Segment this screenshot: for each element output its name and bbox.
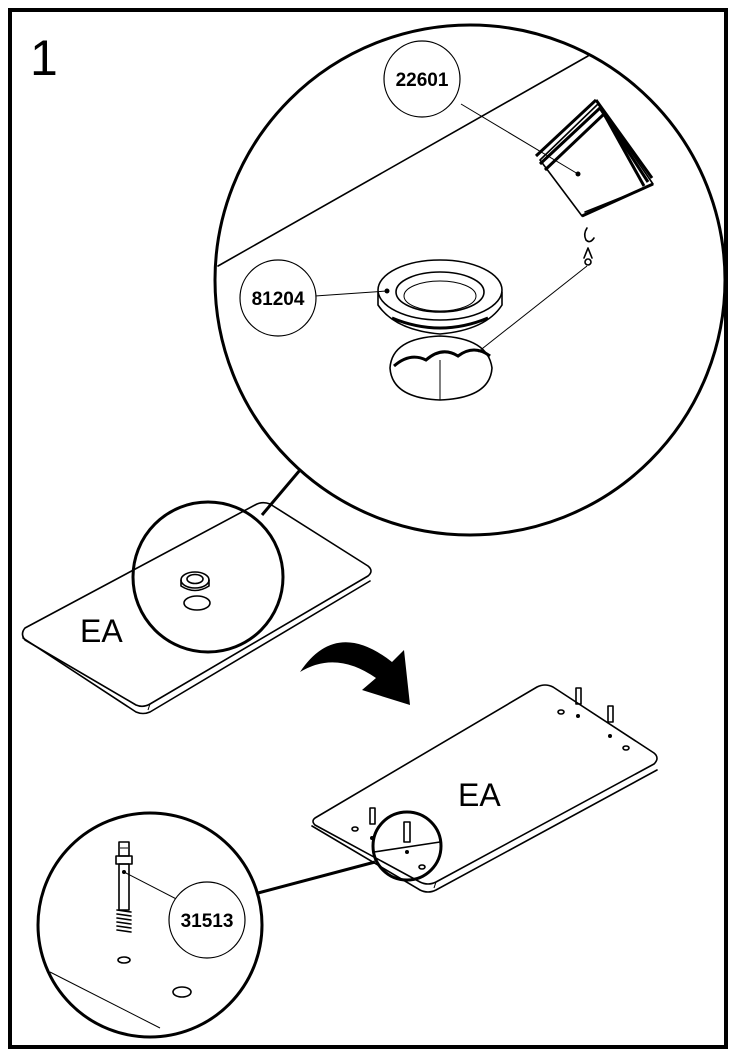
cam-bolt-pin: [607, 705, 614, 738]
cam-bolt-pin: [575, 687, 582, 718]
table-hole: [389, 335, 493, 401]
bottom-board: EA: [311, 684, 658, 893]
part-number-81204: 81204: [252, 289, 305, 310]
grommet-detail-small: [131, 500, 285, 654]
grommet-cap-part: [477, 98, 654, 353]
grommet-detail-large: 22601 81204: [213, 23, 727, 537]
board-label-bottom: EA: [458, 777, 501, 813]
cam-bolt-detail-small: [371, 810, 443, 882]
cam-bolt-detail-large: 31513: [36, 811, 264, 1039]
board-label-top: EA: [80, 613, 123, 649]
step-frame: [8, 8, 728, 1049]
part-number-31513: 31513: [181, 911, 234, 932]
cam-bolt-part: [115, 841, 133, 964]
magnifier-connector-top: [260, 469, 302, 516]
step-number: 1: [30, 30, 58, 86]
part-number-22601: 22601: [396, 70, 449, 91]
grommet-ring-part: [377, 259, 503, 335]
magnifier-connector-bottom: [257, 860, 376, 895]
curved-arrow-icon: [300, 642, 410, 705]
top-board: EA: [21, 501, 372, 715]
